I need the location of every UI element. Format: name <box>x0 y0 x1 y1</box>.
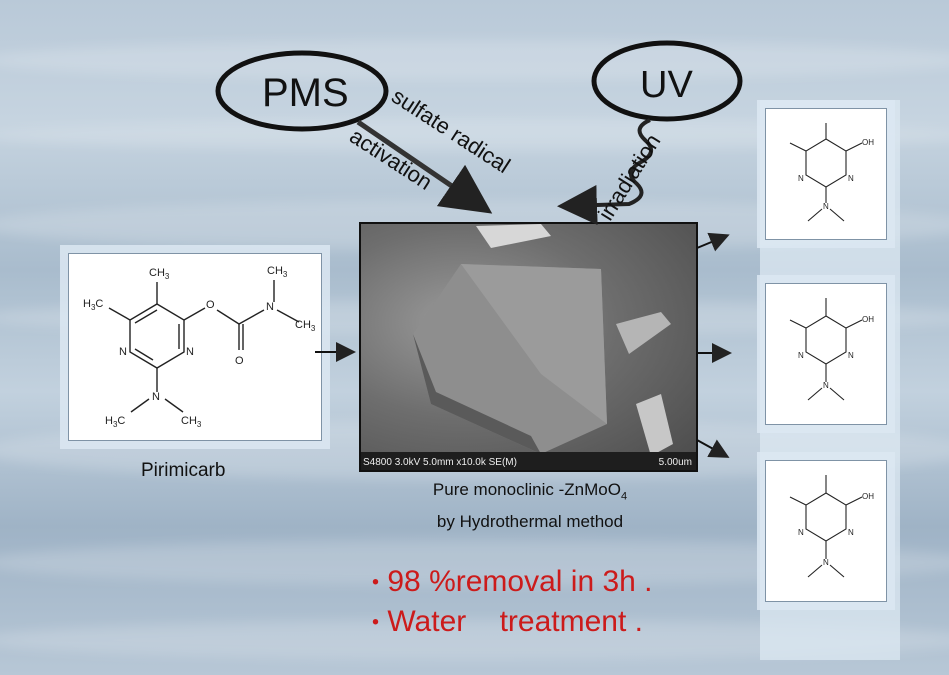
svg-text:N: N <box>823 202 829 211</box>
sem-scale-bar: 5.00um <box>658 457 692 468</box>
atom-ch3-bottom: CH3 <box>181 415 202 429</box>
sem-caption: Pure monoclinic -ZnMoO4 by Hydrothermal … <box>395 477 665 534</box>
atom-n-amine: N <box>152 391 160 403</box>
product-panel-2: OH N N N <box>765 283 887 425</box>
uv-wavy-arrow <box>557 118 653 225</box>
atom-h3c-bottom: H3C <box>105 415 125 429</box>
result-1-bullet: • <box>372 571 380 594</box>
atom-h3c-left: H3C <box>83 298 103 312</box>
atom-n-ring-left: N <box>119 346 127 358</box>
svg-text:N: N <box>848 528 854 537</box>
arrow-to-product-3 <box>696 439 730 458</box>
atom-o-carbonyl: O <box>235 355 244 367</box>
svg-text:N: N <box>848 351 854 360</box>
result-line-1: • 98 %removal in 3h . <box>372 565 653 599</box>
pms-label: PMS <box>262 71 349 115</box>
pirimicarb-structure: CH3 H3C O O N CH3 CH3 N N N H3C CH3 <box>83 265 316 429</box>
product-1-oh: OH <box>862 138 874 147</box>
svg-text:N: N <box>798 351 804 360</box>
svg-text:N: N <box>848 174 854 183</box>
arrow-to-product-1 <box>696 232 730 252</box>
atom-n-ring-right: N <box>186 346 194 358</box>
pirimicarb-structure-panel: CH3 H3C O O N CH3 CH3 N N N H3C CH3 <box>68 253 322 441</box>
product-panel-3: OH N N N <box>765 460 887 602</box>
sem-micrograph: S4800 3.0kV 5.0mm x10.0k SE(M) 5.00um <box>359 222 698 472</box>
pms-path-text-2: activation <box>345 123 437 195</box>
sem-caption-line2: by Hydrothermal method <box>436 512 624 532</box>
pirimicarb-label: Pirimicarb <box>141 460 226 481</box>
atom-ch3-n1: CH3 <box>267 265 288 279</box>
product-3-oh: OH <box>862 492 874 501</box>
svg-text:N: N <box>823 558 829 567</box>
sem-info-bar: S4800 3.0kV 5.0mm x10.0k SE(M) <box>363 457 517 468</box>
svg-text:N: N <box>823 381 829 390</box>
svg-text:N: N <box>798 174 804 183</box>
pms-oval <box>215 50 389 132</box>
atom-o-ester: O <box>206 299 215 311</box>
uv-label: UV <box>640 64 693 106</box>
result-line-2: • Water treatment . <box>372 605 643 639</box>
product-panel-1: OH N N N <box>765 108 887 240</box>
sem-caption-sub: 4 <box>620 490 628 503</box>
uv-path-text: irradiation <box>593 129 665 224</box>
result-1-text: 98 %removal in 3h . <box>387 565 653 598</box>
sem-caption-line1: Pure monoclinic -ZnMoO <box>432 480 621 499</box>
atom-ch3-top: CH3 <box>149 267 170 281</box>
uv-oval <box>591 40 743 122</box>
result-2-text: Water treatment . <box>387 605 643 638</box>
svg-text:N: N <box>798 528 804 537</box>
atom-ch3-n2: CH3 <box>295 319 316 333</box>
result-2-bullet: • <box>372 611 380 634</box>
atom-n-carbamate: N <box>266 301 274 313</box>
pms-arrow <box>356 119 493 214</box>
product-2-oh: OH <box>862 315 874 324</box>
